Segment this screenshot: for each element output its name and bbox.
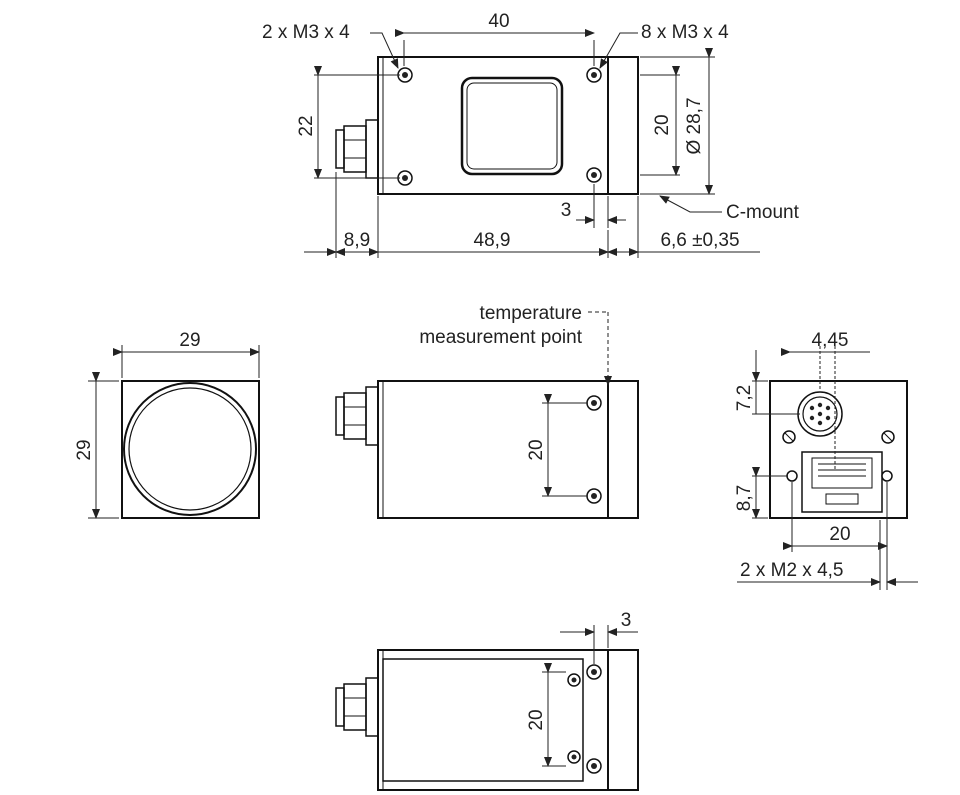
callout-8xm3: 8 x M3 x 4 xyxy=(641,22,729,43)
dim-29-width: 29 xyxy=(179,330,200,351)
sensor-window xyxy=(460,76,564,176)
side-body xyxy=(377,380,609,519)
mounting-holes-top xyxy=(397,67,602,186)
callout-cmount: C-mount xyxy=(726,202,800,223)
dim-48-9: 48,9 xyxy=(474,230,511,251)
dim-29-height: 29 xyxy=(74,439,95,460)
bottom-body xyxy=(377,649,609,791)
bottom-lens-mount xyxy=(607,649,639,791)
temp-label-1: temperature xyxy=(480,303,582,324)
dim-20-top: 20 xyxy=(652,114,673,135)
dim-3-top: 3 xyxy=(561,200,572,221)
dim-3-bottom: 3 xyxy=(621,610,632,631)
top-view: 40 2 x M3 x 4 8 x M3 x 4 22 20 Ø 28,7 C-… xyxy=(262,11,800,258)
side-view: temperature measurement point 20 xyxy=(335,303,639,519)
callout-2xm3: 2 x M3 x 4 xyxy=(262,22,350,43)
dim-20-back: 20 xyxy=(829,524,850,545)
bottom-view: 3 20 xyxy=(335,610,639,791)
back-view: 4,45 7,2 8,7 20 2 x M2 x 4,5 xyxy=(734,330,918,590)
connector-bottom xyxy=(335,677,379,737)
dim-7-2: 7,2 xyxy=(734,385,755,411)
callout-2xm2: 2 x M2 x 4,5 xyxy=(740,560,844,581)
dim-diameter: Ø 28,7 xyxy=(684,97,705,154)
front-view: 29 29 xyxy=(74,330,260,519)
rj45-port xyxy=(786,451,893,513)
connector-side xyxy=(335,386,379,446)
dim-20-bottom: 20 xyxy=(526,709,547,730)
dim-20-side: 20 xyxy=(526,439,547,460)
lens-opening xyxy=(123,382,257,516)
dim-8-7: 8,7 xyxy=(734,485,755,511)
connector-top xyxy=(335,119,379,179)
dim-4-45: 4,45 xyxy=(812,330,849,351)
dim-6-6: 6,6 ±0,35 xyxy=(660,230,739,251)
dim-22: 22 xyxy=(296,115,317,136)
dim-8-9: 8,9 xyxy=(344,230,370,251)
dim-40: 40 xyxy=(488,11,509,32)
lens-mount-top xyxy=(607,56,639,195)
temp-label-2: measurement point xyxy=(419,327,582,348)
side-lens-mount xyxy=(607,380,639,519)
